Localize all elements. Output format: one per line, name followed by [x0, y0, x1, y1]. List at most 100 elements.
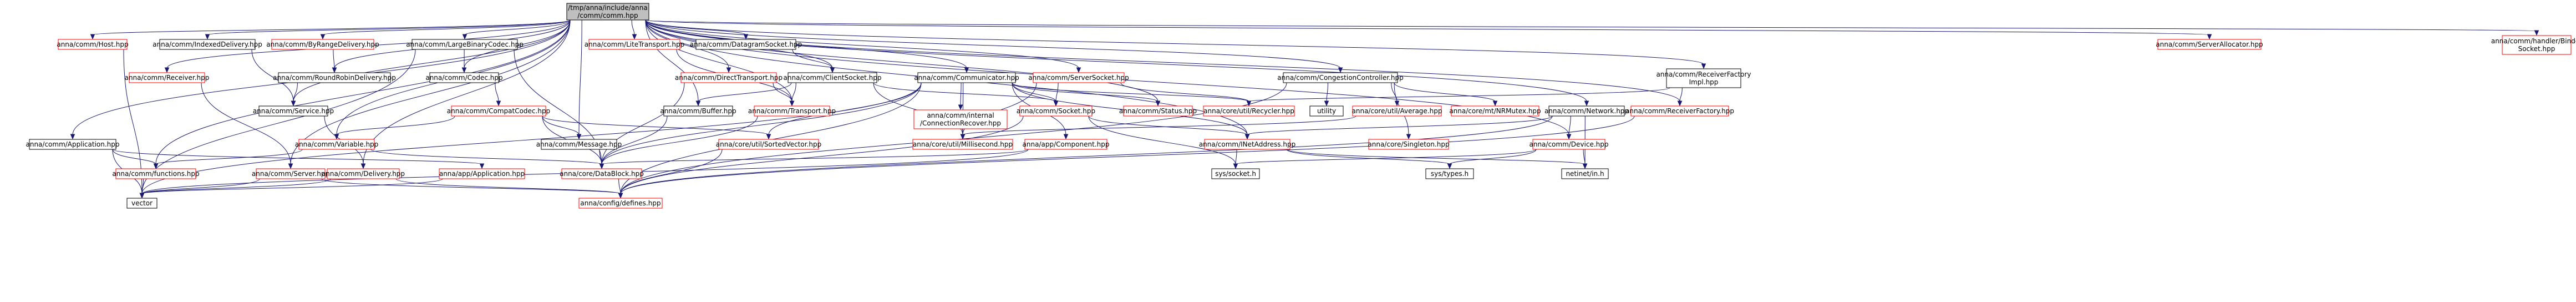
edge-average-to-millisecond	[960, 115, 1356, 140]
node-sys-socket[interactable]: sys/socket.h	[1211, 168, 1260, 179]
svg-text:anna/comm/Buffer.hpp: anna/comm/Buffer.hpp	[660, 107, 736, 115]
node-lite-transport[interactable]: anna/comm/LiteTransport.hpp	[585, 39, 684, 50]
node-server-socket[interactable]: anna/comm/ServerSocket.hpp	[1028, 72, 1129, 83]
svg-text:anna/core/Singleton.hpp: anna/core/Singleton.hpp	[1368, 140, 1449, 148]
node-recycler[interactable]: anna/core/util/Recycler.hpp	[1203, 105, 1295, 117]
node-device[interactable]: anna/comm/Device.hpp	[1529, 139, 1609, 150]
svg-text:anna/core/util/Millisecond.hpp: anna/core/util/Millisecond.hpp	[913, 140, 1013, 148]
edge-device-to-netinet	[1582, 149, 1588, 169]
svg-text:anna/core/DataBlock.hpp: anna/core/DataBlock.hpp	[560, 170, 644, 178]
edge-root-to-network	[645, 19, 1589, 107]
node-nr-mutex[interactable]: anna/core/mt/NRMutex.hpp	[1449, 105, 1541, 117]
svg-text:anna/comm/Host.hpp: anna/comm/Host.hpp	[57, 41, 128, 48]
node-direct-transport[interactable]: anna/comm/DirectTransport.hpp	[675, 72, 783, 83]
edge-network-to-inetaddress	[1244, 115, 1553, 140]
node-network[interactable]: anna/comm/Network.hpp	[1544, 105, 1629, 117]
node-receiver-factory[interactable]: anna/comm/ReceiverFactory.hpp	[1625, 105, 1734, 117]
node-sorted-vector[interactable]: anna/core/util/SortedVector.hpp	[716, 139, 821, 150]
edge-root-to-message	[576, 19, 582, 140]
svg-text:anna/core/util/Average.hpp: anna/core/util/Average.hpp	[1352, 107, 1442, 115]
edge-root-to-serversocket	[645, 19, 1081, 73]
edge-receiver-to-server	[201, 82, 293, 169]
node-netinet-in[interactable]: netinet/in.h	[1561, 168, 1609, 179]
node-message[interactable]: anna/comm/Message.hpp	[536, 139, 622, 150]
svg-text:anna/comm/Delivery.hpp: anna/comm/Delivery.hpp	[322, 170, 405, 178]
edge-recvfactoryimpl-to-recycler	[1246, 87, 1670, 107]
node-delivery[interactable]: anna/comm/Delivery.hpp	[322, 168, 405, 179]
node-functions[interactable]: anna/comm/functions.hpp	[112, 168, 200, 179]
node-comm-application[interactable]: anna/comm/Application.hpp	[26, 139, 120, 150]
svg-text:anna/comm/functions.hpp: anna/comm/functions.hpp	[112, 170, 199, 178]
svg-text:anna/comm/Service.hpp: anna/comm/Service.hpp	[253, 107, 334, 115]
svg-text:anna/comm/Variable.hpp: anna/comm/Variable.hpp	[295, 140, 379, 148]
node-transport[interactable]: anna/comm/Transport.hpp	[748, 105, 836, 117]
svg-text:netinet/in.h: netinet/in.h	[1566, 170, 1604, 178]
node-vector[interactable]: vector	[126, 198, 157, 209]
node-variable[interactable]: anna/comm/Variable.hpp	[295, 139, 379, 150]
node-server-allocator[interactable]: anna/comm/ServerAllocator.hpp	[2156, 39, 2263, 50]
node-round-robin-delivery[interactable]: anna/comm/RoundRobinDelivery.hpp	[273, 72, 396, 83]
edge-datagram-to-clientsocket	[792, 49, 835, 73]
edge-root-to-byrange	[320, 19, 571, 40]
edge-variable-to-datablock	[370, 149, 604, 169]
node-client-socket[interactable]: anna/comm/ClientSocket.hpp	[784, 72, 882, 83]
svg-text:anna/comm/ServerSocket.hpp: anna/comm/ServerSocket.hpp	[1028, 74, 1129, 82]
svg-text:/comm/comm.hpp: /comm/comm.hpp	[577, 12, 638, 19]
node-app-application[interactable]: anna/app/Application.hpp	[439, 168, 525, 179]
edge-congestion-to-utility	[1324, 82, 1329, 107]
svg-text:anna/comm/LiteTransport.hpp: anna/comm/LiteTransport.hpp	[585, 41, 684, 48]
svg-text:anna/comm/Status.hpp: anna/comm/Status.hpp	[1119, 107, 1197, 115]
node-by-range-delivery[interactable]: anna/comm/ByRangeDelivery.hpp	[266, 39, 379, 50]
node-compat-codec[interactable]: anna/comm/CompatCodec.hpp	[447, 105, 550, 117]
node-data-block[interactable]: anna/core/DataBlock.hpp	[560, 168, 644, 179]
node-singleton[interactable]: anna/core/Singleton.hpp	[1368, 139, 1450, 150]
node-communicator[interactable]: anna/comm/Communicator.hpp	[914, 72, 1019, 83]
edge-root-to-serveralloc	[645, 19, 2212, 40]
svg-text:sys/socket.h: sys/socket.h	[1215, 170, 1256, 178]
node-average[interactable]: anna/core/util/Average.hpp	[1352, 105, 1442, 117]
edge-root-to-recvfactory	[645, 19, 1683, 107]
node-connection-recover[interactable]: anna/comm/internal/ConnectionRecover.hpp	[913, 109, 1008, 129]
svg-text:anna/comm/INetAddress.hpp: anna/comm/INetAddress.hpp	[1199, 140, 1295, 148]
svg-text:anna/config/defines.hpp: anna/config/defines.hpp	[580, 199, 660, 207]
edge-clientsocket-to-socket	[873, 82, 1059, 107]
svg-text:anna/comm/Application.hpp: anna/comm/Application.hpp	[26, 140, 119, 148]
edge-device-to-syssocket	[1233, 149, 1537, 169]
node-config-defines[interactable]: anna/config/defines.hpp	[578, 198, 663, 209]
svg-text:anna/app/Component.hpp: anna/app/Component.hpp	[1023, 140, 1110, 148]
edge-appapplication-to-vector	[139, 178, 443, 199]
edge-server-to-defines	[321, 178, 623, 199]
edge-application-to-functions	[112, 149, 159, 169]
node-status[interactable]: anna/comm/Status.hpp	[1119, 105, 1197, 117]
svg-text:anna/comm/Message.hpp: anna/comm/Message.hpp	[536, 140, 622, 148]
node-socket[interactable]: anna/comm/Socket.hpp	[1017, 105, 1095, 117]
edge-server-to-vector	[139, 178, 260, 199]
edge-compatcodec-to-variable	[334, 115, 455, 140]
node-congestion-controller[interactable]: anna/comm/CongestionController.hpp	[1277, 72, 1404, 83]
node-server[interactable]: anna/comm/Server.hpp	[252, 168, 329, 179]
root-node[interactable]: /tmp/anna/include/anna /comm/comm.hpp	[566, 3, 649, 21]
node-large-binary-codec[interactable]: anna/comm/LargeBinaryCodec.hpp	[406, 39, 524, 50]
edge-device-to-systypes	[1447, 149, 1537, 169]
node-buffer[interactable]: anna/comm/Buffer.hpp	[660, 105, 736, 117]
node-host[interactable]: anna/comm/Host.hpp	[57, 39, 129, 50]
node-utility[interactable]: utility	[1309, 105, 1344, 117]
svg-text:anna/core/mt/NRMutex.hpp: anna/core/mt/NRMutex.hpp	[1449, 107, 1541, 115]
node-datagram-socket[interactable]: anna/comm/DatagramSocket.hpp	[690, 39, 802, 50]
node-service[interactable]: anna/comm/Service.hpp	[253, 105, 334, 117]
node-indexed-delivery[interactable]: anna/comm/IndexedDelivery.hpp	[153, 39, 262, 50]
svg-text:anna/comm/Codec.hpp: anna/comm/Codec.hpp	[425, 74, 502, 82]
edge-serversocket-to-socket	[1053, 82, 1059, 107]
node-app-component[interactable]: anna/app/Component.hpp	[1023, 139, 1110, 150]
svg-text:anna/comm/LargeBinaryCodec.hpp: anna/comm/LargeBinaryCodec.hpp	[406, 41, 524, 48]
node-millisecond[interactable]: anna/core/util/Millisecond.hpp	[912, 139, 1013, 150]
node-inet-address[interactable]: anna/comm/INetAddress.hpp	[1199, 139, 1295, 150]
node-receiver[interactable]: anna/comm/Receiver.hpp	[125, 72, 210, 83]
svg-text:anna/comm/Network.hpp: anna/comm/Network.hpp	[1544, 107, 1629, 115]
node-codec[interactable]: anna/comm/Codec.hpp	[425, 72, 503, 83]
node-sys-types[interactable]: sys/types.h	[1425, 168, 1474, 179]
